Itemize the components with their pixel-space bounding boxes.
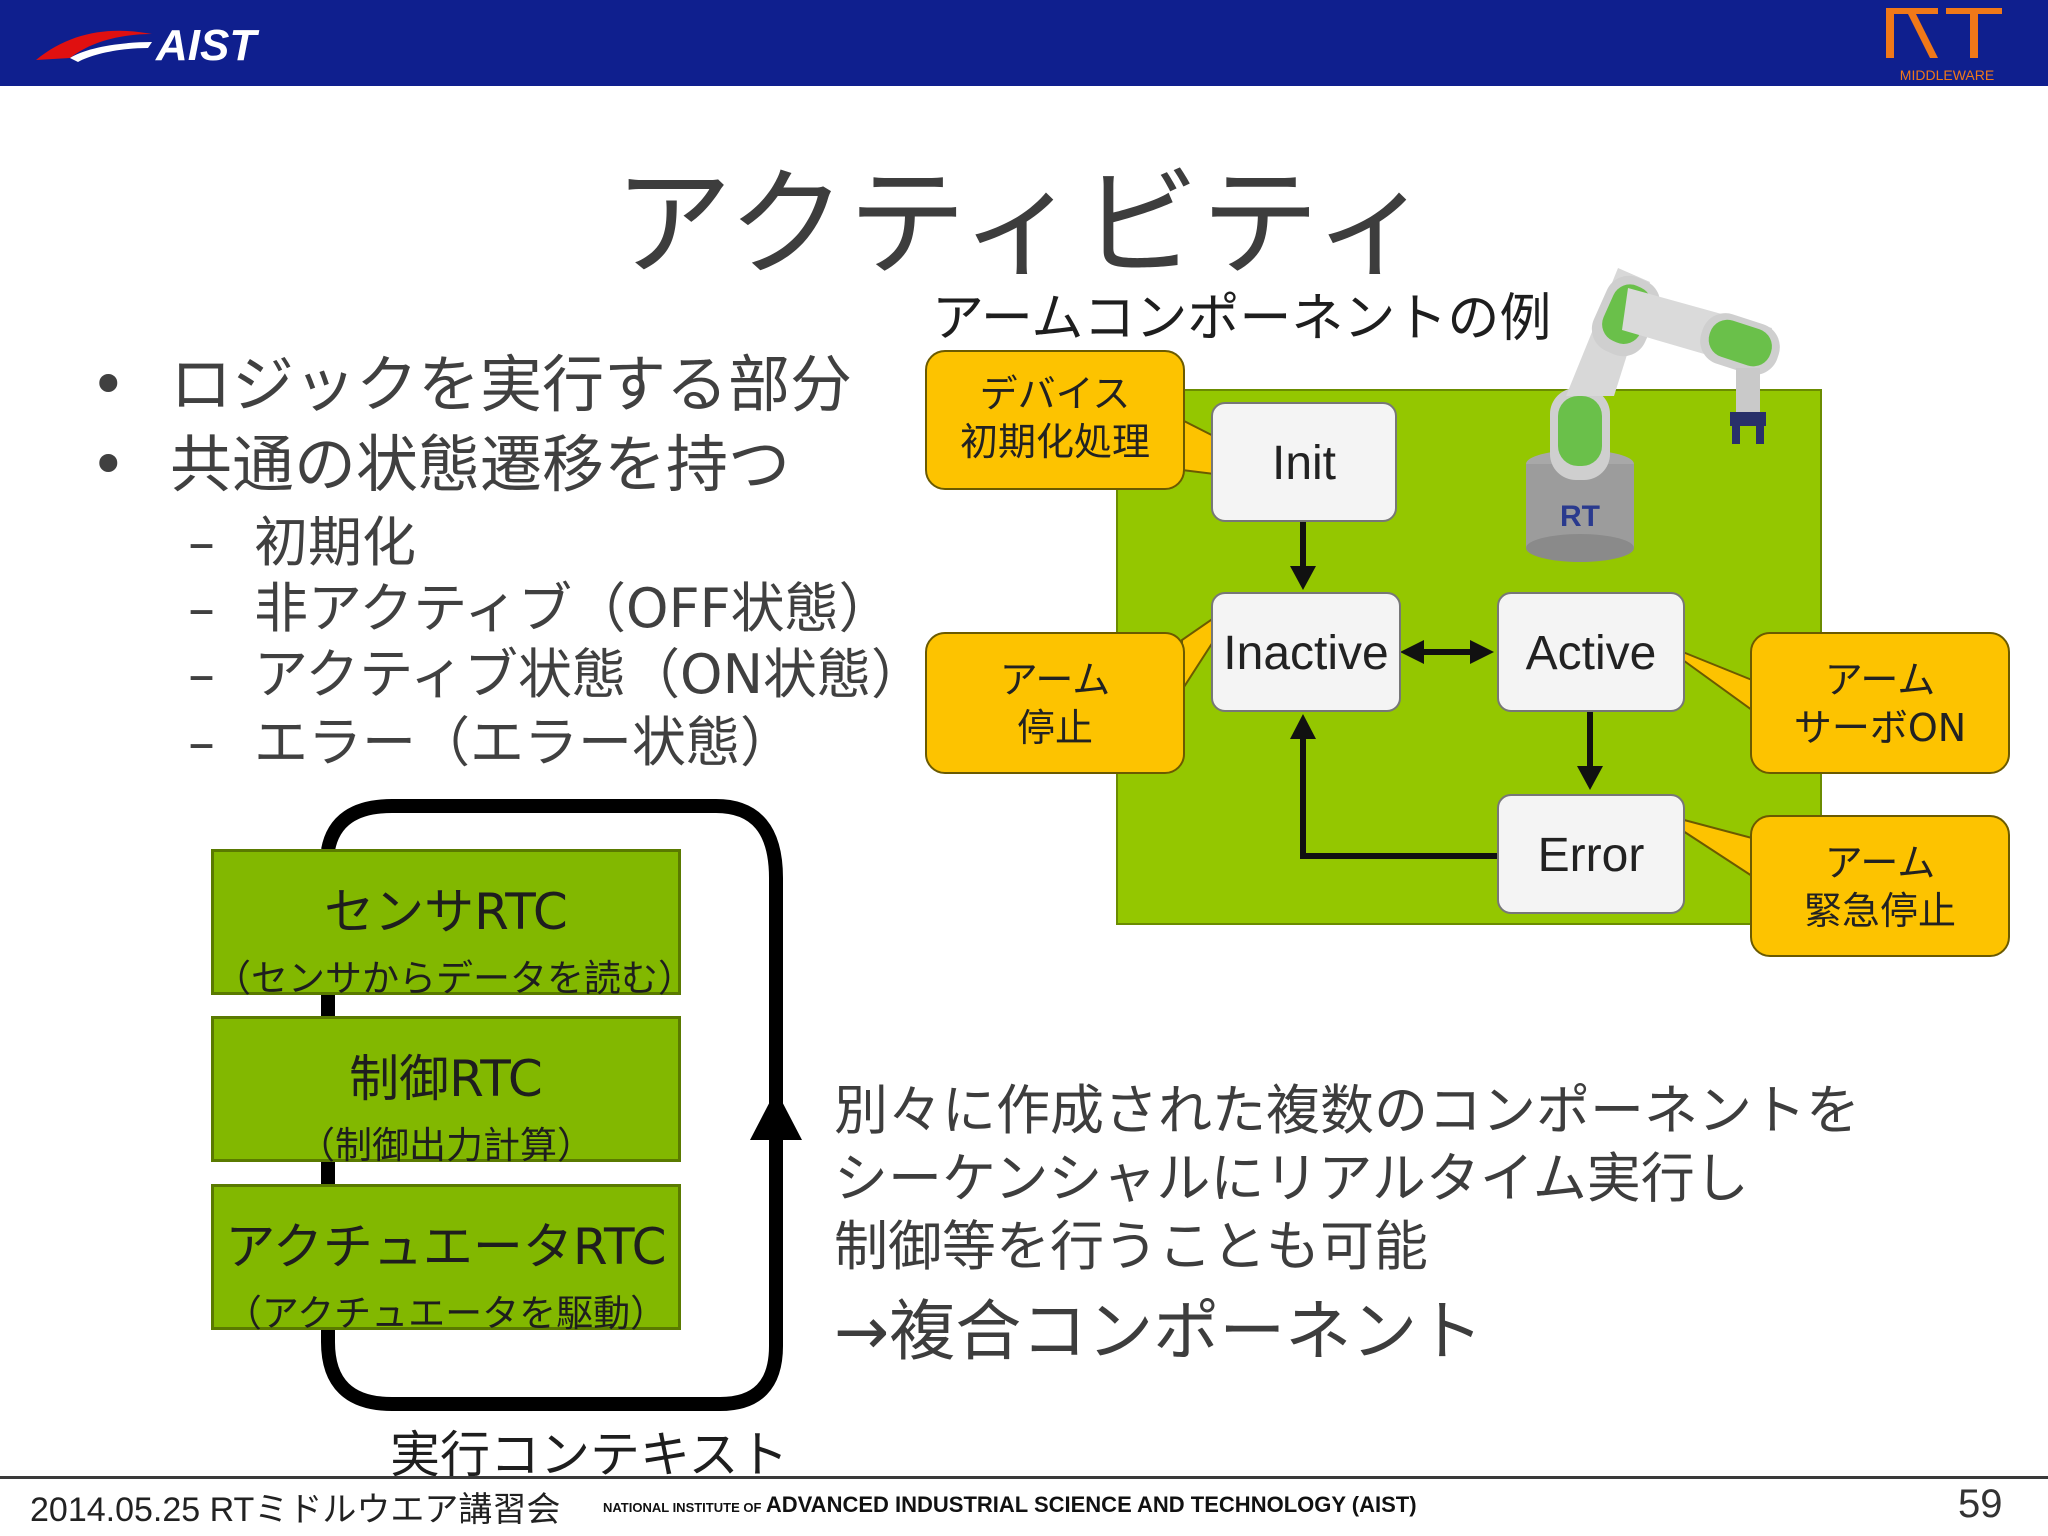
page-number: 59 [1958, 1482, 2003, 1526]
aist-logo: AIST [30, 12, 260, 72]
rtc-desc: （制御出力計算） [298, 1124, 594, 1167]
rtc-desc: （アクチュエータを駆動） [224, 1292, 668, 1335]
rt-middleware-logo: MIDDLEWARE [1872, 0, 2022, 86]
rtc-sensor: センサRTC （センサからデータを読む） [211, 849, 695, 1000]
sub-bullet-item: –非アクティブ（OFF状態） [188, 577, 893, 640]
callout-line: 初期化処理 [959, 420, 1150, 464]
rtc-desc: （センサからデータを読む） [214, 957, 695, 1000]
footer-org-prefix: NATIONAL INSTITUTE OF [603, 1500, 762, 1515]
bullet-item: •ロジックを実行する部分 [90, 348, 853, 421]
callout-line: 停止 [1016, 706, 1093, 750]
state-init: Init [1211, 402, 1397, 522]
callout-line: サーボON [1793, 706, 1967, 750]
robot-arm-icon: RT [1526, 268, 1780, 562]
composite-conclusion: →複合コンポーネント [834, 1293, 1484, 1370]
sub-bullet-text: アクティブ状態（ON状態） [254, 643, 925, 706]
sub-bullet-text: 初期化 [254, 511, 416, 574]
rtc-name: アクチュエータRTC [225, 1218, 667, 1276]
bullet-text: ロジックを実行する部分 [170, 348, 853, 421]
callout-line: デバイス [979, 372, 1131, 416]
footer-divider [0, 1476, 2048, 1479]
loop-arrow-icon [750, 1090, 802, 1140]
svg-text:AIST: AIST [155, 21, 259, 70]
header-bar [0, 0, 2048, 86]
callout-line: 緊急停止 [1803, 889, 1956, 933]
state-error: Error [1497, 794, 1685, 914]
state-active: Active [1497, 592, 1685, 712]
callout-inactive: アーム 停止 [925, 632, 1185, 774]
callout-line: アーム [1824, 658, 1936, 702]
svg-text:MIDDLEWARE: MIDDLEWARE [1900, 67, 1994, 83]
sub-bullet-item: –エラー（エラー状態） [188, 711, 794, 774]
diagram-title: アームコンポーネントの例 [932, 289, 1552, 349]
aist-swoosh-icon: AIST [36, 21, 259, 70]
composite-line: 別々に作成された複数のコンポーネントを [834, 1079, 1860, 1142]
callout-active: アーム サーボON [1750, 632, 2010, 774]
page-title: アクティビティ [614, 155, 1434, 293]
footer-org-name: ADVANCED INDUSTRIAL SCIENCE AND TECHNOLO… [765, 1492, 1417, 1517]
bullet-text: 共通の状態遷移を持つ [170, 428, 791, 501]
execution-context-label: 実行コンテキスト [390, 1426, 789, 1484]
callout-error: アーム 緊急停止 [1750, 815, 2010, 957]
footer-organization: NATIONAL INSTITUTE OF ADVANCED INDUSTRIA… [603, 1492, 1417, 1518]
bullet-item: •共通の状態遷移を持つ [90, 428, 791, 501]
rtc-actuator: アクチュエータRTC （アクチュエータを駆動） [211, 1184, 681, 1335]
sub-bullet-item: –初期化 [188, 511, 416, 574]
rtc-control: 制御RTC （制御出力計算） [211, 1016, 681, 1167]
sub-bullet-text: 非アクティブ（OFF状態） [254, 577, 893, 640]
composite-line: シーケンシャルにリアルタイム実行し [834, 1147, 1749, 1210]
rtc-name: 制御RTC [349, 1050, 543, 1108]
rtc-name: センサRTC [324, 883, 568, 941]
footer-date: 2014.05.25 RTミドルウエア講習会 [30, 1491, 561, 1529]
sub-bullet-text: エラー（エラー状態） [254, 711, 794, 774]
callout-init: デバイス 初期化処理 [925, 350, 1185, 490]
callout-line: アーム [999, 658, 1111, 702]
state-inactive: Inactive [1211, 592, 1401, 712]
callout-line: アーム [1824, 841, 1936, 885]
composite-description: 別々に作成された複数のコンポーネントを シーケンシャルにリアルタイム実行し 制御… [834, 1077, 1860, 1281]
svg-text:RT: RT [1560, 500, 1600, 533]
sub-bullet-item: –アクティブ状態（ON状態） [188, 643, 925, 706]
composite-line: 制御等を行うことも可能 [834, 1215, 1428, 1278]
